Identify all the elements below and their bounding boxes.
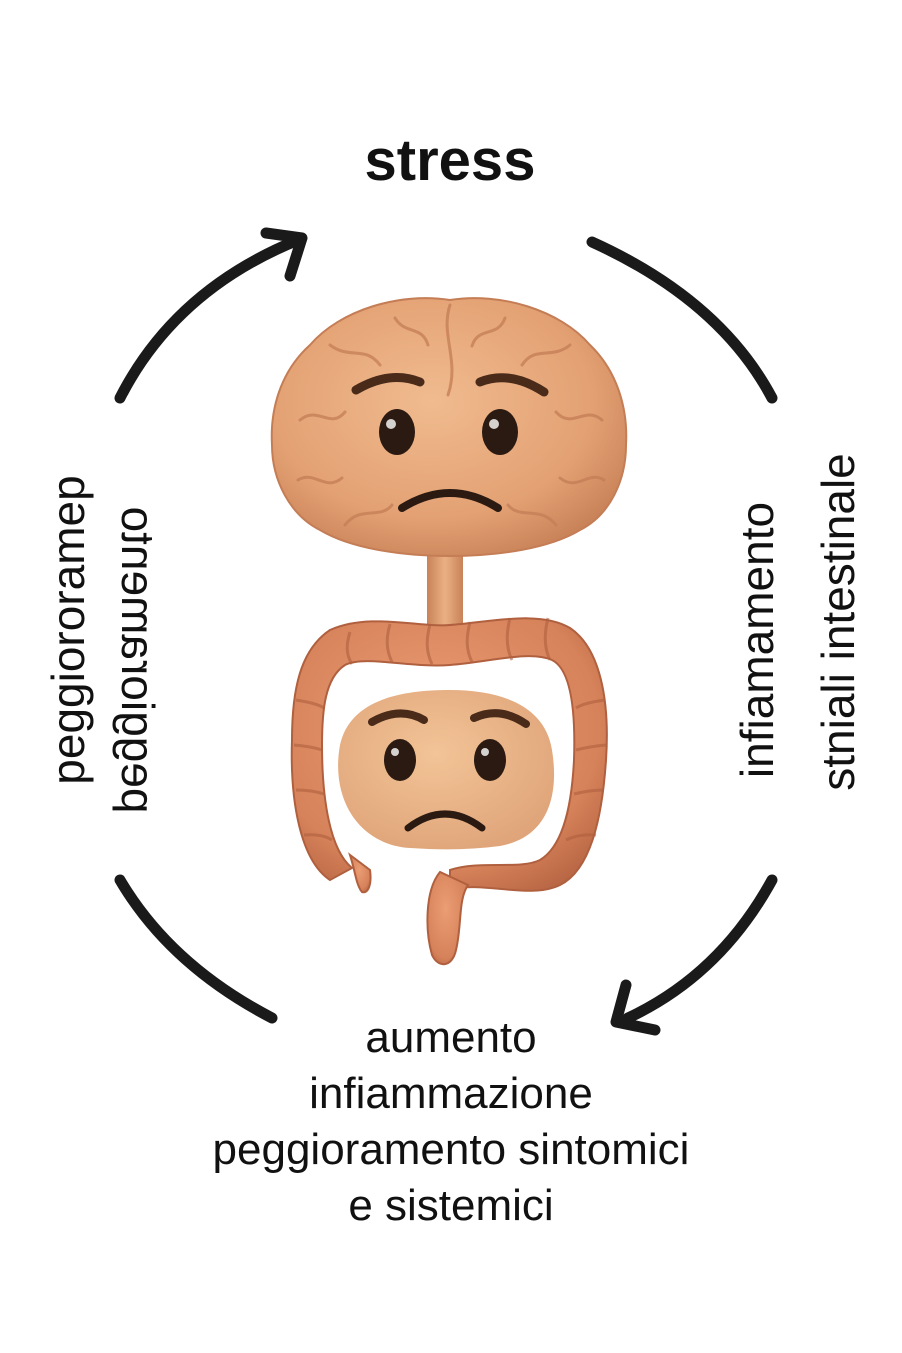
arrow-stress-to-inflammation xyxy=(586,236,778,404)
sad-intestine-icon xyxy=(290,617,608,966)
label-right-inflammation: infiamamento xyxy=(731,501,783,779)
arrow-increase-to-worsening xyxy=(114,874,278,1024)
label-right-line1: infiamamento xyxy=(731,501,783,779)
label-left-line1: peggiororamep xyxy=(42,475,94,785)
bottom-line-3: peggioramento sintomici xyxy=(212,1125,690,1174)
arrow-worsening-to-stress xyxy=(114,227,308,404)
sad-brain-icon xyxy=(270,297,628,558)
label-stress: stress xyxy=(364,128,536,193)
arrow-inflammation-to-increase xyxy=(610,874,778,1036)
label-left-line2: peggioramento xyxy=(112,506,164,814)
label-increase-inflammation: aumento infiammazione peggioramento sint… xyxy=(100,1010,802,1234)
bottom-line-4: e sistemici xyxy=(348,1181,554,1230)
label-right-line2: stniali intestinale xyxy=(812,453,864,791)
label-left-worsening-1: peggiororamep xyxy=(42,475,94,785)
bottom-line-2: infiammazione xyxy=(309,1069,593,1118)
bottom-line-1: aumento xyxy=(365,1013,537,1062)
brain-gut-axis-stem xyxy=(427,540,463,650)
label-left-worsening-2: peggioramento xyxy=(112,506,164,814)
label-right-intestinal: stniali intestinale xyxy=(812,453,864,791)
